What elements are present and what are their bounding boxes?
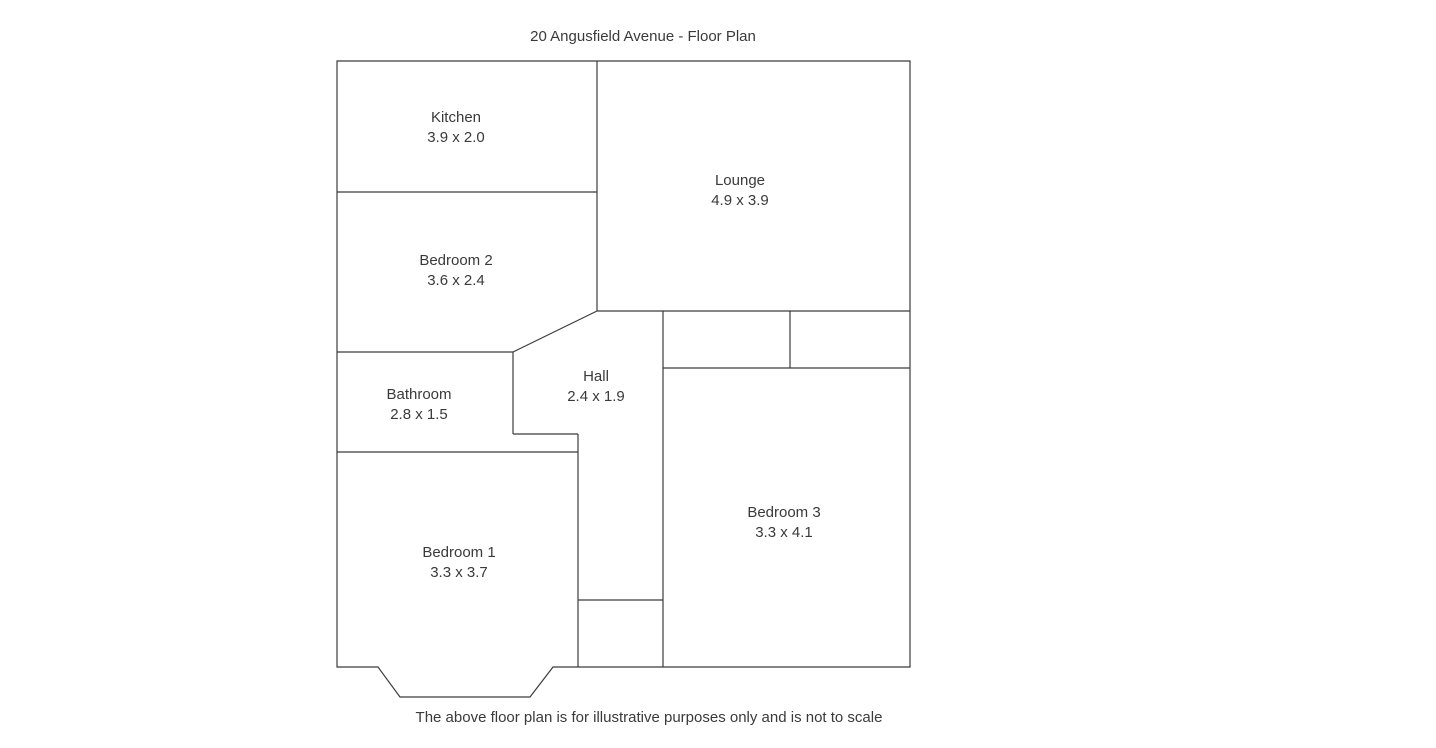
lounge-name: Lounge bbox=[715, 172, 765, 189]
outer-walls bbox=[336, 60, 911, 698]
room-label-lounge: Lounge 4.9 x 3.9 bbox=[711, 172, 769, 209]
bedroom-2-dimensions: 3.6 x 2.4 bbox=[427, 272, 485, 289]
room-label-bathroom: Bathroom 2.8 x 1.5 bbox=[386, 386, 451, 423]
bedroom-3-name: Bedroom 3 bbox=[747, 504, 820, 521]
hall-name: Hall bbox=[583, 368, 609, 385]
lounge-dimensions: 4.9 x 3.9 bbox=[711, 192, 769, 209]
room-label-bedroom-1: Bedroom 1 3.3 x 3.7 bbox=[422, 544, 495, 581]
room-label-kitchen: Kitchen 3.9 x 2.0 bbox=[427, 109, 485, 146]
bathroom-dimensions: 2.8 x 1.5 bbox=[390, 406, 448, 423]
bedroom-2-name: Bedroom 2 bbox=[419, 252, 492, 269]
bathroom-name: Bathroom bbox=[386, 386, 451, 403]
disclaimer-text: The above floor plan is for illustrative… bbox=[416, 709, 883, 726]
room-label-bedroom-3: Bedroom 3 3.3 x 4.1 bbox=[747, 504, 820, 541]
kitchen-dimensions: 3.9 x 2.0 bbox=[427, 129, 485, 146]
bedroom-1-name: Bedroom 1 bbox=[422, 544, 495, 561]
room-label-bedroom-2: Bedroom 2 3.6 x 2.4 bbox=[419, 252, 492, 289]
interior-walls bbox=[337, 61, 910, 667]
bedroom-3-dimensions: 3.3 x 4.1 bbox=[755, 524, 813, 541]
room-label-hall: Hall 2.4 x 1.9 bbox=[567, 368, 625, 405]
page-title: 20 Angusfield Avenue - Floor Plan bbox=[530, 28, 756, 45]
bedroom-1-dimensions: 3.3 x 3.7 bbox=[430, 564, 488, 581]
hall-dimensions: 2.4 x 1.9 bbox=[567, 388, 625, 405]
kitchen-name: Kitchen bbox=[431, 109, 481, 126]
